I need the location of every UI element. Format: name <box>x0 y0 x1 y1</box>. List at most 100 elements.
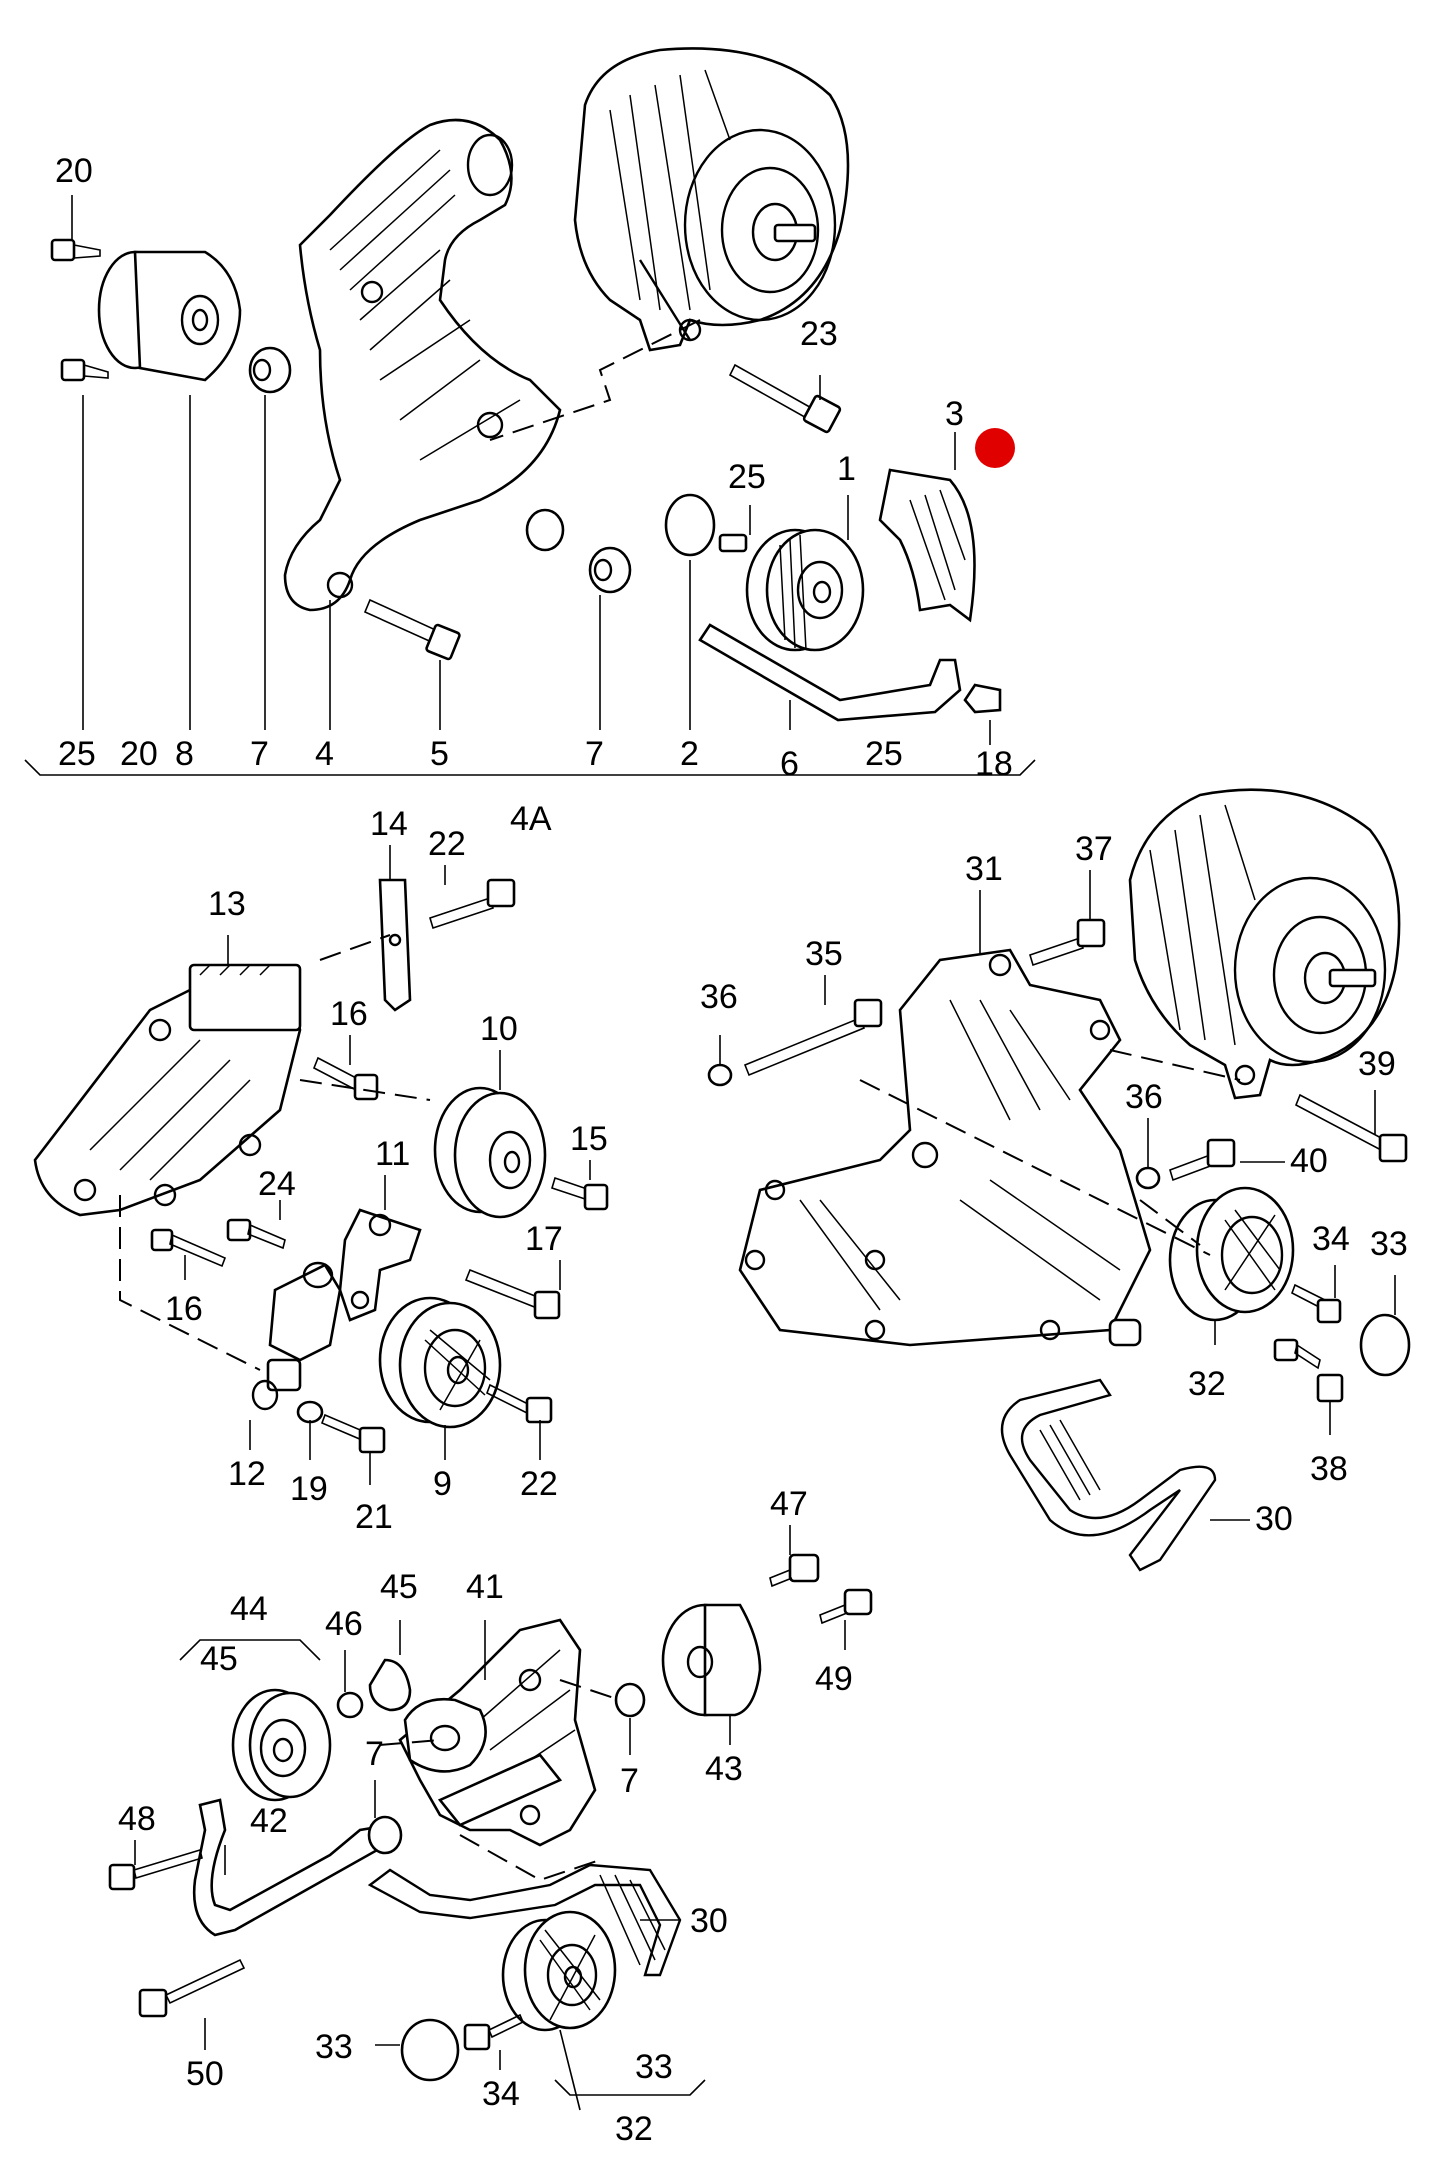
label-36b: 36 <box>1125 1078 1163 1116</box>
label-33c: 33 <box>635 2048 673 2086</box>
label-30b: 30 <box>690 1902 728 1940</box>
label-17: 17 <box>525 1220 563 1258</box>
label-6: 6 <box>780 745 799 783</box>
belt-30 <box>1000 1378 1217 1572</box>
bolt-34b <box>463 2013 525 2051</box>
belt-30b <box>367 1863 682 1977</box>
pulley-10 <box>433 1086 547 1219</box>
screw-25-small <box>718 533 748 553</box>
leader-lines-g2 <box>184 845 591 1485</box>
bolt-40 <box>1169 1138 1236 1182</box>
bushing-7b <box>367 1815 403 1855</box>
bolt-47 <box>769 1553 820 1588</box>
cap-2 <box>664 493 716 557</box>
label-32: 32 <box>1188 1365 1226 1403</box>
bushing-7 <box>614 1682 646 1718</box>
label-30: 30 <box>1255 1500 1293 1538</box>
lever <box>403 1697 487 1773</box>
label-35: 35 <box>805 935 843 973</box>
label-20: 20 <box>55 152 93 190</box>
bolt-21 <box>320 1413 386 1454</box>
label-7b: 7 <box>585 735 604 773</box>
label-16: 16 <box>330 995 368 1033</box>
pulley-32 <box>1168 1186 1295 1322</box>
label-36: 36 <box>700 978 738 1016</box>
label-33b: 33 <box>315 2028 353 2066</box>
label-38: 38 <box>1310 1450 1348 1488</box>
bolt-22b <box>485 1383 553 1424</box>
bolt-39 <box>1294 1093 1408 1163</box>
label-45b: 45 <box>380 1568 418 1606</box>
washer-36 <box>707 1063 733 1087</box>
bolt-17 <box>464 1268 561 1320</box>
label-31: 31 <box>965 850 1003 888</box>
label-40: 40 <box>1290 1142 1328 1180</box>
label-34b: 34 <box>482 2075 520 2113</box>
label-46: 46 <box>325 1605 363 1643</box>
label-39: 39 <box>1358 1045 1396 1083</box>
label-22b: 22 <box>520 1465 558 1503</box>
bushings-7 <box>248 346 632 594</box>
label-18: 18 <box>975 745 1013 783</box>
leader-lines-g4 <box>134 1525 846 2111</box>
label-14: 14 <box>370 805 408 843</box>
label-10: 10 <box>480 1010 518 1048</box>
damper-12 <box>251 1261 342 1411</box>
dash-g1 <box>489 319 701 441</box>
label-45: 45 <box>200 1640 238 1678</box>
bolt-22 <box>429 878 516 930</box>
shaft <box>437 1753 563 1827</box>
label-22: 22 <box>428 825 466 863</box>
cap-33b <box>400 2018 460 2082</box>
label-44: 44 <box>230 1590 268 1628</box>
label-8: 8 <box>175 735 194 773</box>
label-25: 25 <box>58 735 96 773</box>
dash-g3 <box>859 1049 1241 1256</box>
tensioner-43 <box>661 1603 762 1717</box>
dash-g2 <box>119 934 431 1371</box>
washer-46 <box>336 1691 364 1719</box>
bolt-38 <box>1273 1338 1344 1403</box>
label-49: 49 <box>815 1660 853 1698</box>
label-37: 37 <box>1075 830 1113 868</box>
labels-group-4a: 20 25 8 7 4 5 7 2 6 25 18 20 23 3 25 1 4… <box>55 152 1013 838</box>
label-2: 2 <box>680 735 699 773</box>
pulley-1 <box>745 528 865 652</box>
label-43: 43 <box>705 1750 743 1788</box>
label-25b: 25 <box>865 735 903 773</box>
label-11: 11 <box>375 1135 410 1173</box>
label-7c: 7 <box>365 1735 384 1773</box>
label-34: 34 <box>1312 1220 1350 1258</box>
label-13: 13 <box>208 885 246 923</box>
label-7d: 7 <box>620 1762 639 1800</box>
bolt-49 <box>819 1588 873 1625</box>
group-4a-illustration <box>24 47 1036 776</box>
label-25c: 25 <box>728 458 766 496</box>
label-5: 5 <box>430 735 449 773</box>
label-33: 33 <box>1370 1225 1408 1263</box>
label-7: 7 <box>250 735 269 773</box>
label-4a: 4A <box>510 800 552 838</box>
marker-dot <box>975 428 1015 468</box>
labels-group-2: 14 22 13 10 16 15 11 17 24 16 12 19 21 9… <box>165 805 608 1536</box>
alternator-right <box>1128 788 1401 1100</box>
labels-group-4: 47 49 44 45 46 45 41 7 7 43 48 42 30 50 … <box>118 1485 853 2148</box>
label-12: 12 <box>228 1455 266 1493</box>
washer-19 <box>296 1400 324 1424</box>
bolt-37 <box>1029 918 1106 967</box>
pulley-44 <box>231 1688 332 1802</box>
label-4: 4 <box>315 735 334 773</box>
bolt-16b <box>150 1228 227 1268</box>
bolt-24 <box>226 1218 286 1250</box>
label-48: 48 <box>118 1800 156 1838</box>
alternator-top <box>573 47 850 352</box>
leader-lines-g3 <box>719 870 1396 1521</box>
label-23: 23 <box>800 315 838 353</box>
rod-6 <box>698 623 1002 722</box>
group-4-illustration <box>108 1525 873 2111</box>
leader-lines-g1 <box>24 195 1036 776</box>
bolt-23 <box>728 363 842 434</box>
bracket-4 <box>283 118 562 612</box>
bolt-35 <box>743 998 883 1077</box>
pulley-9 <box>378 1296 502 1429</box>
